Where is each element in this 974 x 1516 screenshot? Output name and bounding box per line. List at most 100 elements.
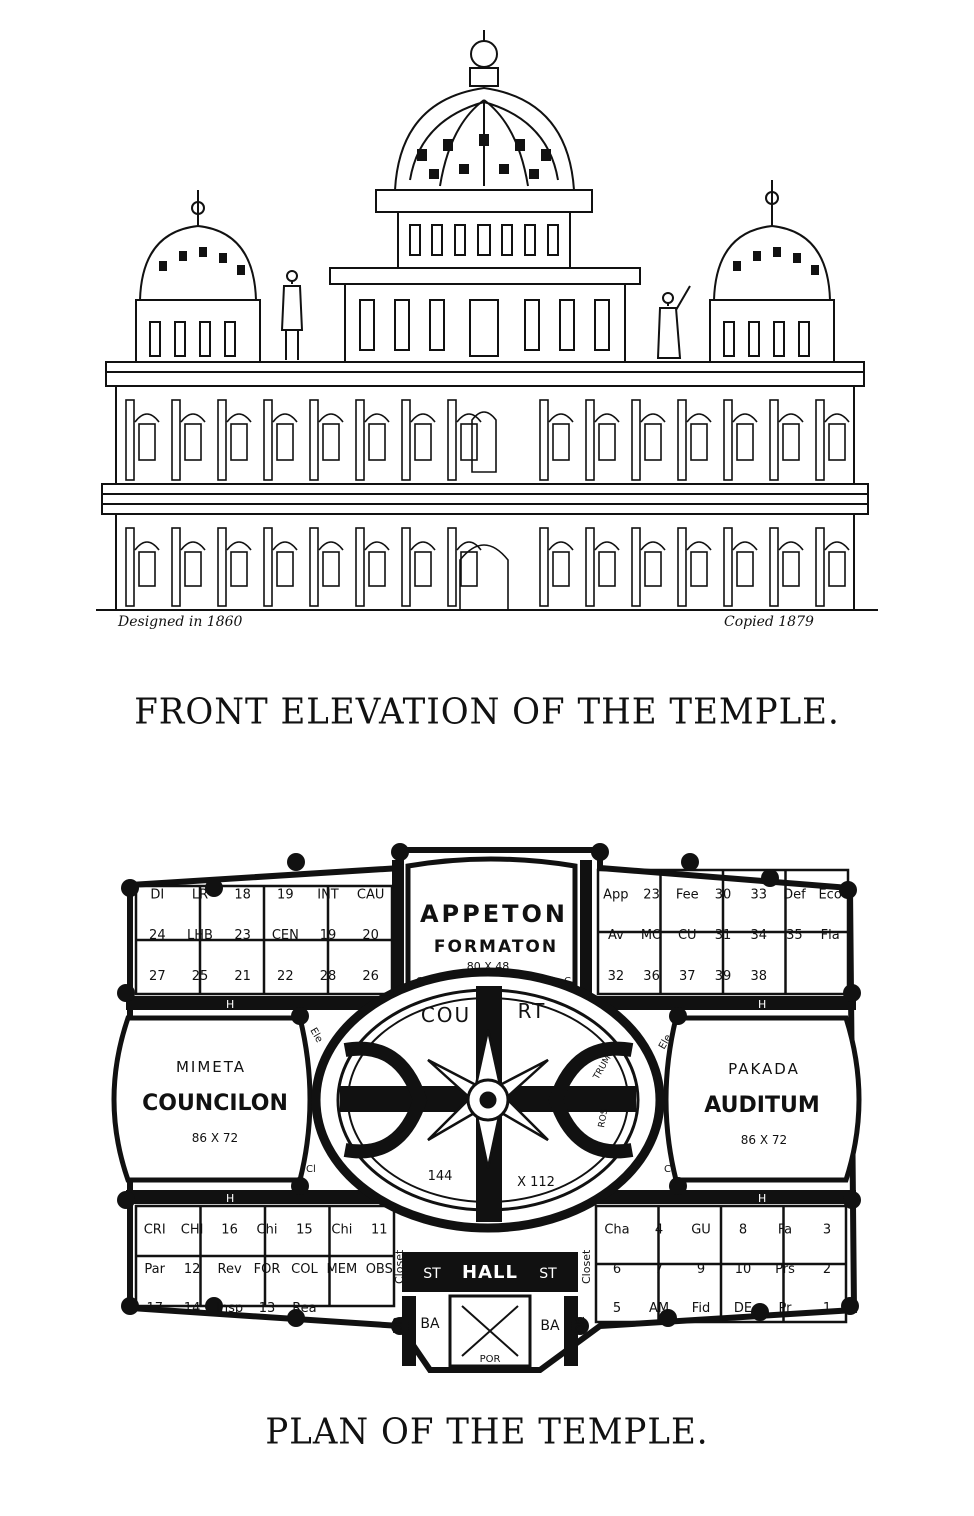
room-label: Insp [216, 1301, 243, 1316]
elevation-window [184, 551, 202, 587]
elevation-arch [318, 413, 344, 423]
plan-pillar [121, 879, 139, 897]
elevation-arch [640, 413, 666, 423]
room-label: Chi [331, 1223, 352, 1238]
room-label: 38 [750, 969, 767, 984]
designed-note: Designed in 1860 [117, 614, 243, 630]
elevation-arch [778, 413, 804, 423]
room-label: DI [150, 887, 164, 902]
room-label: 11 [371, 1223, 388, 1238]
room-label: Def [783, 887, 806, 902]
elevation-arch [272, 413, 298, 423]
room-label: MEM [327, 1262, 358, 1277]
room-label: 23 [234, 928, 251, 943]
elevation-column [447, 527, 457, 607]
room-label: FOR [254, 1262, 281, 1277]
room-label: Pr [779, 1301, 793, 1316]
ba-right-label: BA [540, 1318, 560, 1334]
elevation-arch [640, 541, 666, 551]
room-label: Prs [775, 1262, 795, 1277]
appeton-dimensions: 80 X 48 [467, 960, 510, 973]
elevation-window [782, 423, 800, 461]
elevation-arch [180, 413, 206, 423]
ba-left-label: BA [420, 1316, 440, 1332]
front-elevation-drawing: Designed in 1860 Copied 1879 [96, 30, 878, 630]
elevation-window [552, 551, 570, 587]
corridor-h-label: H [758, 1192, 766, 1205]
ele-right-label: Ele [657, 1033, 674, 1052]
room-label: 4 [655, 1223, 663, 1238]
appeton-label: APPETON [420, 900, 568, 928]
elevation-column [585, 399, 595, 481]
elevation-column [539, 527, 549, 607]
room-label: 6 [613, 1262, 621, 1277]
elevation-window [368, 423, 386, 461]
elevation-window [184, 423, 202, 461]
plan-pillar [681, 853, 699, 871]
elevation-arch [456, 541, 482, 551]
plan-pillar [121, 1297, 139, 1315]
central-doorway [459, 411, 509, 610]
elevation-arch [594, 413, 620, 423]
elevation-column [309, 527, 319, 607]
room-label: 10 [735, 1262, 752, 1277]
elevation-arch [548, 413, 574, 423]
elevation-column [171, 527, 181, 607]
room-label: INT [317, 887, 339, 902]
room-label: Av [608, 928, 624, 943]
elevation-window [460, 423, 478, 461]
court-label-left: COU [421, 1003, 471, 1027]
c-right-label: C [564, 976, 571, 987]
elevation-column [769, 399, 779, 481]
elevation-column [171, 399, 181, 481]
elevation-window [138, 423, 156, 461]
room-label: Eco [818, 887, 841, 902]
room-label: Rea [292, 1301, 316, 1316]
room-label: 7 [655, 1262, 663, 1277]
elevation-arch [686, 541, 712, 551]
room-label: OBS [366, 1262, 393, 1277]
room-label: 16 [221, 1223, 238, 1238]
elevation-window [322, 423, 340, 461]
elevation-arch [226, 541, 252, 551]
room-label: 33 [750, 887, 767, 902]
stair-right-label: ST [539, 1266, 557, 1282]
elevation-window [414, 551, 432, 587]
elevation-column [401, 527, 411, 607]
room-label: 8 [739, 1223, 747, 1238]
elevation-arch [180, 541, 206, 551]
elevation-column [217, 399, 227, 481]
room-label: 1 [823, 1301, 831, 1316]
elevation-column [309, 399, 319, 481]
dr-left-label: DR [391, 1316, 405, 1334]
room-label: 19 [277, 887, 294, 902]
plan-pillar [843, 1191, 861, 1209]
corridor-h-label: H [758, 998, 766, 1011]
elevation-window [598, 423, 616, 461]
room-block [594, 1204, 848, 1324]
closet-left-label: Closet [393, 1249, 406, 1284]
elevation-column [125, 527, 135, 607]
plan-pillar [391, 1317, 409, 1335]
elevation-column [355, 527, 365, 607]
room-label: 37 [679, 969, 696, 984]
elevation-column [631, 527, 641, 607]
room-label: 27 [149, 969, 166, 984]
hall-label: HALL [462, 1262, 518, 1283]
elevation-column [447, 399, 457, 481]
councilon-label: COUNCILON [142, 1091, 288, 1116]
ros-label: ROS [597, 1108, 610, 1129]
court-label-right: RT [518, 999, 547, 1023]
room-label: 34 [750, 928, 767, 943]
formaton-label: FORMATON [434, 937, 558, 957]
plan-pillar [751, 1303, 769, 1321]
room-block [596, 868, 850, 996]
cl-left-label: Cl [306, 1164, 316, 1175]
room-label: 9 [697, 1262, 705, 1277]
room-label: 13 [259, 1301, 276, 1316]
elevation-window [736, 551, 754, 587]
plan-pillar [843, 984, 861, 1002]
plan-pillar [117, 984, 135, 1002]
room-label: MO [641, 928, 662, 943]
